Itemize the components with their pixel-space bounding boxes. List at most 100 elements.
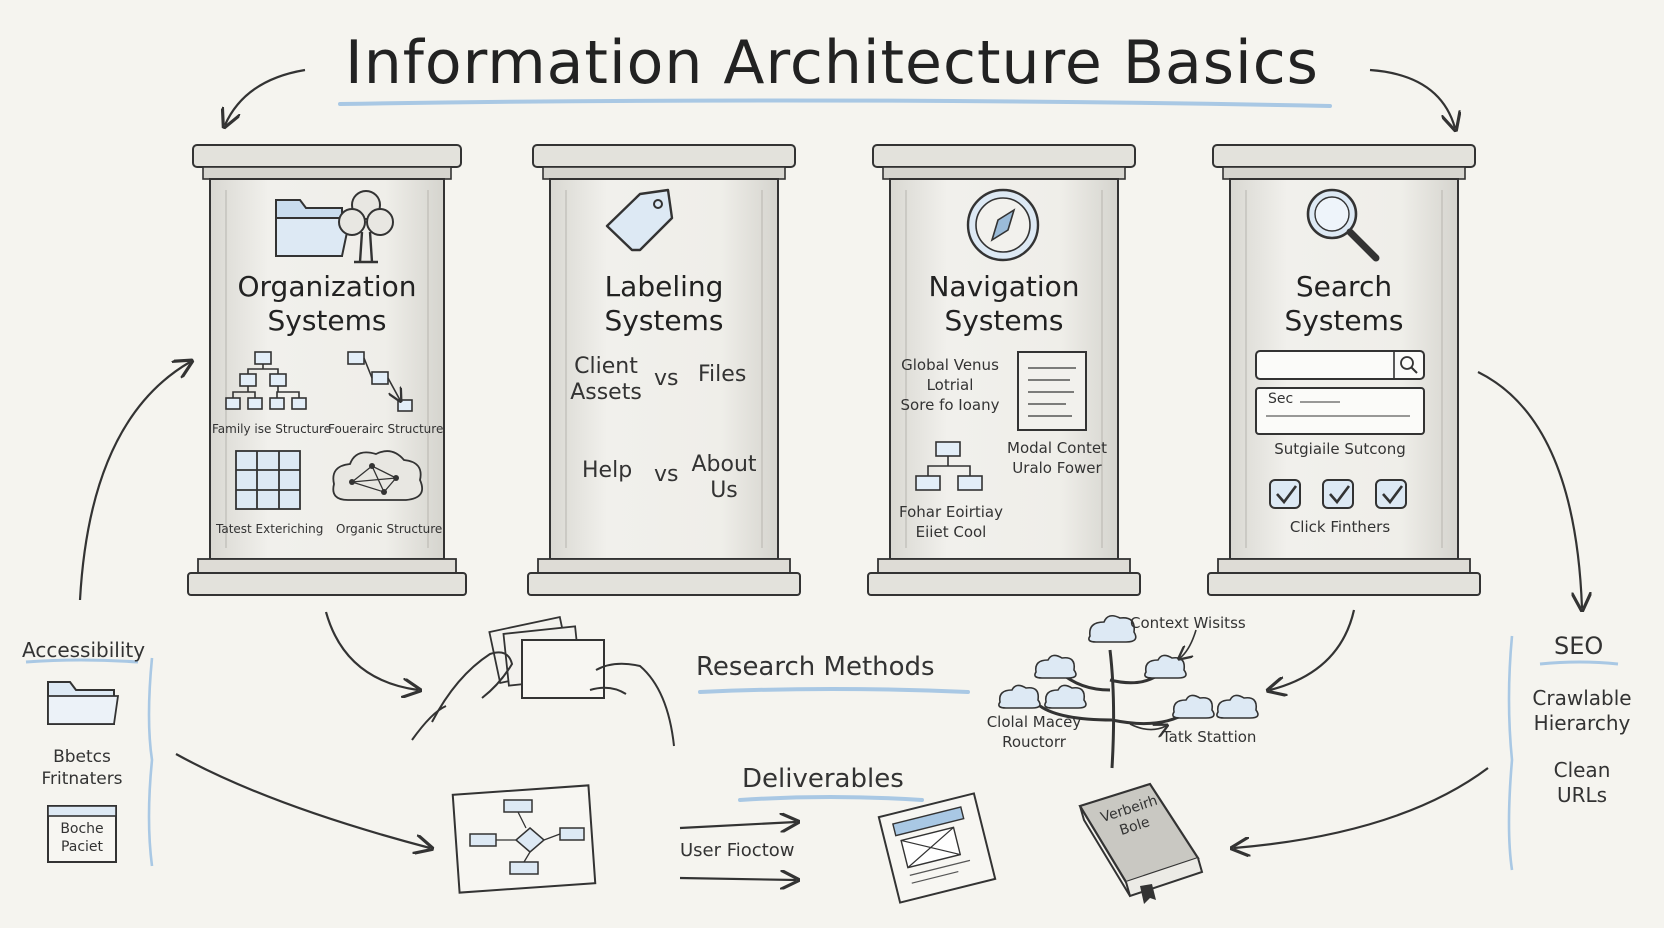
label-compare-right-2-line2: Us: [710, 478, 738, 503]
pillar-4-title-line2: Systems: [1284, 304, 1404, 337]
nav-footer: Fohar Eoirtiay Eiiet Cool: [896, 502, 1006, 542]
nav-item-local: Lotrial: [926, 376, 974, 394]
pillar-2-title-line1: Labeling: [604, 270, 724, 303]
accessibility-item-1-line2: Fritnaters: [41, 769, 123, 789]
magnifier-icon: [1306, 188, 1380, 262]
pillar-3-title: Navigation Systems: [890, 270, 1118, 338]
page-title: Information Architecture Basics: [345, 28, 1319, 98]
folder-icon: [275, 199, 352, 257]
seo-item-2-line1: Clean: [1553, 758, 1611, 782]
nav-item-sore: Sore fo Ioany: [900, 396, 1000, 414]
compass-icon: [966, 188, 1040, 262]
label-compare-right-2-line1: About: [691, 452, 757, 477]
arrow-to-cards: [324, 611, 418, 690]
deliverables-label: Deliverables: [742, 764, 904, 794]
card-sorting-hands-icon: [411, 616, 675, 747]
org-item-organic: Organic Structure: [336, 522, 443, 536]
label-compare-left-1-line2: Assets: [570, 380, 642, 405]
seo-bracket: [1507, 635, 1514, 871]
label-compare-right-1: Files: [698, 362, 747, 387]
research-methods-label: Research Methods: [696, 652, 935, 682]
seo-item-1-line2: Hierarchy: [1533, 711, 1631, 735]
arrow-right-down: [1477, 371, 1582, 608]
org-item-sequential: Fouerairc Structure: [328, 422, 444, 436]
flowchart-icon: [451, 784, 597, 894]
label-compare-right-2: About Us: [684, 452, 764, 504]
accessibility-item-1-line1: Bbetcs: [53, 747, 111, 767]
pillar-1-title-line2: Systems: [267, 304, 387, 337]
arrow-flow-bottom: [679, 878, 796, 880]
accessibility-item-2-line1: Boche: [60, 821, 104, 837]
matrix-grid-icon: [235, 450, 301, 510]
research-left-label: Clolal Macey Rouctorr: [976, 712, 1092, 752]
pillar-2-title-line2: Systems: [604, 304, 724, 337]
sitemap-icon: [915, 441, 983, 491]
research-left-label-line2: Rouctorr: [1002, 733, 1066, 751]
arrow-to-book: [1234, 767, 1489, 848]
research-underline: [698, 687, 970, 694]
accessibility-window-icon: [47, 805, 117, 863]
nav-item-eiiet: Eiiet Cool: [915, 523, 987, 541]
seo-item-2: Clean URLs: [1522, 758, 1642, 808]
accessibility-label: Accessibility: [22, 638, 146, 662]
arrow-top-left: [225, 68, 306, 125]
nav-item-global: Global Venus: [901, 356, 999, 374]
org-item-hierarchy: Family ise Structure: [212, 422, 332, 436]
arrow-to-flowchart: [175, 753, 430, 848]
accessibility-underline: [25, 658, 139, 664]
tag-icon: [605, 188, 674, 252]
title-underline: [338, 98, 1332, 108]
search-results-placeholder: Sec: [1268, 391, 1294, 407]
accessibility-bracket: [147, 657, 154, 867]
seo-underline: [1539, 660, 1619, 666]
accessibility-item-2-line2: Paciet: [60, 839, 104, 855]
research-right-label: Tatk Stattion: [1162, 728, 1257, 746]
research-left-label-line1: Clolal Macey: [986, 713, 1082, 731]
seo-item-1-line1: Crawlable: [1532, 686, 1632, 710]
arrow-to-tree: [1270, 609, 1356, 690]
nav-modal-context: Modal Contet Uralo Fower: [1002, 438, 1112, 478]
accessibility-item-2: Boche Paciet: [48, 820, 116, 856]
pillar-4-title-line1: Search: [1295, 270, 1393, 303]
research-context-label: Context Wisitss: [1130, 614, 1246, 632]
nav-item-fohar: Fohar Eoirtiay: [898, 503, 1003, 521]
sequential-flow-icon: [347, 351, 412, 411]
label-compare-vs-2: vs: [654, 462, 679, 487]
tree-network-icon: [998, 614, 1259, 769]
nav-global-local: Global Venus Lotrial Sore fo Ioany: [900, 355, 1000, 415]
checkbox-icons: [1269, 479, 1407, 509]
book-icon: [1078, 782, 1204, 904]
arrow-left-up: [78, 362, 190, 601]
search-item-suggestions: Sutgiaile Sutcong: [1274, 440, 1406, 458]
document-icon: [1017, 351, 1087, 431]
seo-item-1: Crawlable Hierarchy: [1522, 686, 1642, 736]
pillar-3-title-line2: Systems: [944, 304, 1064, 337]
nav-item-uralo: Uralo Fower: [1012, 459, 1102, 477]
nav-item-modal: Modal Contet: [1007, 439, 1107, 457]
label-compare-left-1-line1: Client: [574, 354, 638, 379]
pillar-3-title-line1: Navigation: [928, 270, 1080, 303]
pillar-2-shape: [527, 144, 801, 596]
deliverables-user-flow: User Fioctow: [680, 840, 795, 861]
org-item-matrix: Tatest Exteriching: [216, 522, 324, 536]
pillar-1-title-line1: Organization: [237, 270, 417, 303]
pillar-2-title: Labeling Systems: [550, 270, 778, 338]
search-item-filters: Click Finthers: [1289, 518, 1391, 536]
deliverables-underline: [738, 795, 924, 802]
pillar-1-title: Organization Systems: [213, 270, 441, 338]
results-box-icon: [1255, 387, 1425, 435]
accessibility-item-1: Bbetcs Fritnaters: [30, 746, 134, 790]
network-cloud-icon: [332, 450, 424, 501]
arrow-flow-top: [679, 822, 796, 828]
label-compare-left-2: Help: [582, 458, 633, 483]
seo-label: SEO: [1554, 632, 1604, 660]
arrow-top-right: [1369, 68, 1455, 128]
hierarchy-icon: [225, 351, 307, 410]
wireframe-icon: [877, 792, 997, 904]
search-bar-icon: [1255, 350, 1425, 380]
label-compare-left-1: Client Assets: [566, 354, 646, 406]
tree-icon: [338, 190, 394, 264]
seo-item-2-line2: URLs: [1556, 783, 1608, 807]
